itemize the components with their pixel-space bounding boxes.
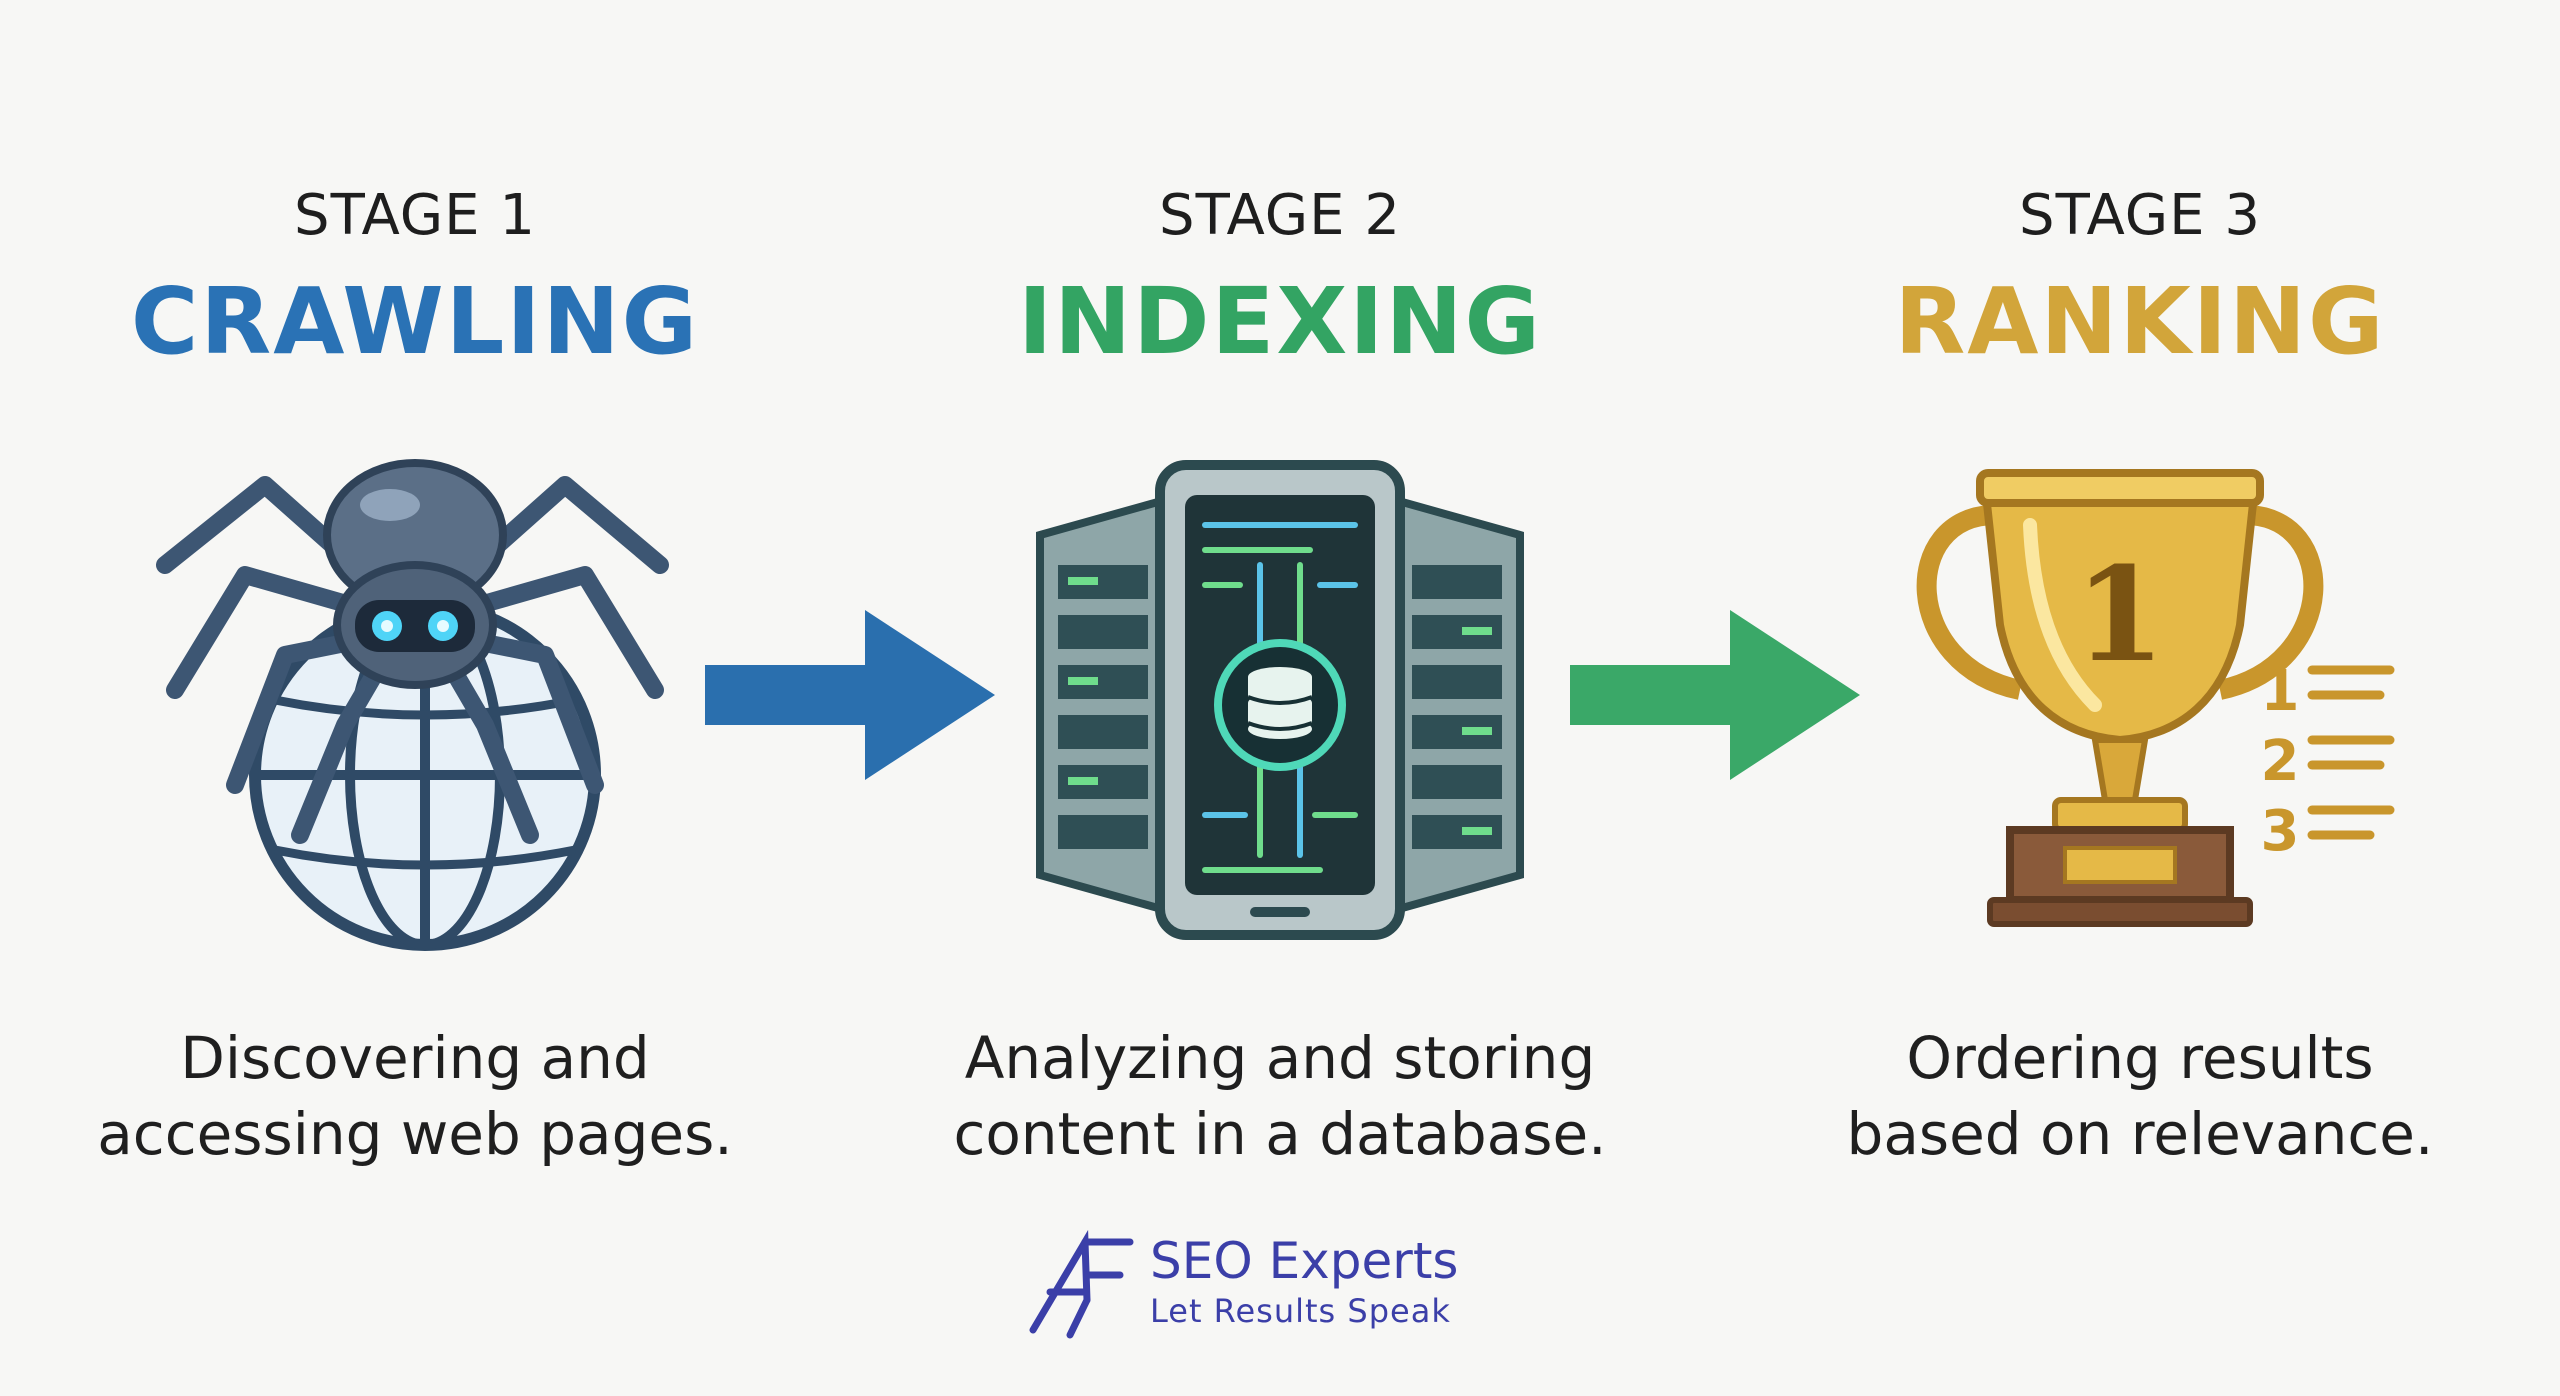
ranking-number: 1 <box>2261 659 2300 724</box>
stage-description: Discovering and accessing web pages. <box>35 1020 795 1172</box>
stage-ranking: STAGE 3 RANKING 1 1 2 3 <box>1760 0 2520 1200</box>
stage-title: INDEXING <box>1017 268 1543 375</box>
server-database-icon <box>1020 455 1540 955</box>
description-line: Ordering results <box>1906 1024 2374 1092</box>
ranking-number: 2 <box>2261 729 2300 794</box>
trophy-ranking-icon: 1 1 2 3 <box>1880 455 2400 955</box>
stage-description: Analyzing and storing content in a datab… <box>900 1020 1660 1172</box>
stage-crawling: STAGE 1 CRAWLING <box>35 0 795 1200</box>
brand-logo: SEO Experts Let Results Speak <box>1025 1230 1545 1340</box>
arrow-right-icon <box>705 610 995 780</box>
brand-tagline: Let Results Speak <box>1150 1292 1451 1330</box>
stage-label: STAGE 2 <box>1159 183 1401 248</box>
stage-title: CRAWLING <box>130 268 700 375</box>
ranking-number: 3 <box>2261 799 2300 864</box>
arrow-right-icon <box>1570 610 1860 780</box>
description-line: based on relevance. <box>1846 1100 2434 1168</box>
stage-indexing: STAGE 2 INDEXING <box>900 0 1660 1200</box>
stage-label: STAGE 1 <box>294 183 536 248</box>
af-logo-icon <box>1029 1230 1134 1339</box>
description-line: Discovering and <box>180 1024 650 1092</box>
brand-name: SEO Experts <box>1150 1232 1459 1290</box>
description-line: Analyzing and storing <box>964 1024 1596 1092</box>
spider-globe-icon <box>155 455 675 955</box>
stage-title: RANKING <box>1894 268 2386 375</box>
description-line: accessing web pages. <box>97 1100 733 1168</box>
stage-description: Ordering results based on relevance. <box>1760 1020 2520 1172</box>
stage-label: STAGE 3 <box>2019 183 2261 248</box>
description-line: content in a database. <box>953 1100 1607 1168</box>
trophy-number: 1 <box>2075 538 2165 691</box>
